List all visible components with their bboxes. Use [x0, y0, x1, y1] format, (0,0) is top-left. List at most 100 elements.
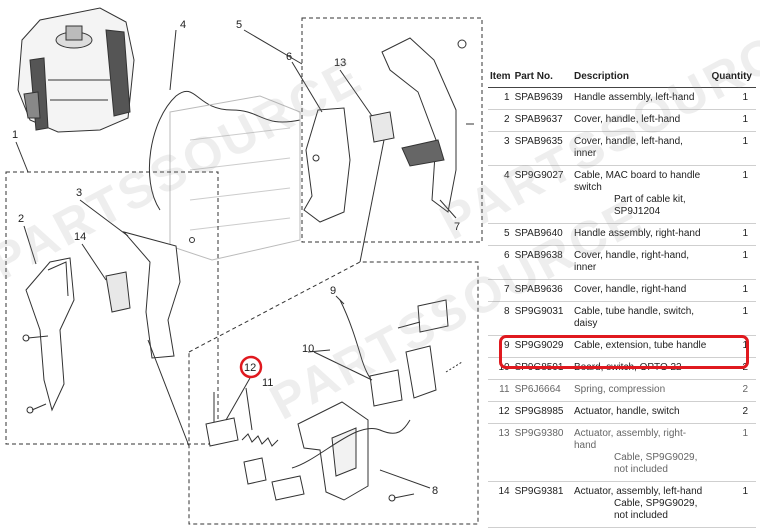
part-number: SPAB9640	[512, 223, 572, 246]
quantity: 1	[709, 131, 756, 166]
item-number: 11	[488, 379, 513, 402]
table-row: 5 SPAB9640 Handle assembly, right-hand 1	[488, 223, 756, 246]
item-number: 7	[488, 279, 513, 302]
part-number: SPAB9636	[512, 279, 572, 302]
header-quantity: Quantity	[709, 68, 756, 88]
description-note: Part of cable kit, SP9J1204	[613, 194, 686, 217]
item-number: 3	[488, 131, 513, 166]
callout-14: 14	[74, 231, 86, 243]
quantity: 1	[709, 165, 756, 224]
item-number: 4	[488, 165, 513, 224]
description: Cover, handle, right-hand	[571, 279, 710, 302]
table-row: 7 SPAB9636 Cover, handle, right-hand 1	[488, 279, 756, 302]
highlight-circle-12	[239, 355, 263, 379]
table-row: 8 SP9G9031 Cable, tube handle, switch, d…	[488, 301, 756, 336]
description: Cover, handle, left-hand, inner	[571, 131, 710, 166]
quantity: 2	[709, 379, 756, 402]
item-number: 14	[488, 481, 513, 528]
rack-outline	[169, 95, 301, 261]
quantity: 1	[709, 223, 756, 246]
quantity: 1	[709, 481, 756, 528]
table-row: 9 SP9G9029 Cable, extension, tube handle…	[488, 335, 756, 358]
header-part-no: Part No.	[512, 68, 572, 88]
callout-10: 10	[302, 343, 314, 355]
description: Actuator, handle, switch	[571, 401, 710, 424]
board-switch-10	[369, 369, 403, 407]
spring-11	[241, 433, 279, 447]
cover-handle-right	[381, 37, 457, 213]
description: Cover, handle, left-hand	[571, 109, 710, 132]
part-number: SP9G9027	[512, 165, 572, 224]
header-description: Description	[571, 68, 710, 88]
machine-body	[17, 7, 135, 133]
part-number: SP9G9031	[512, 301, 572, 336]
actuator-assembly-13	[405, 345, 437, 399]
table-row: 13 SP9G9380 Actuator, assembly, right-ha…	[488, 423, 756, 482]
part-number: SPAB9637	[512, 109, 572, 132]
callout-12: 12	[244, 362, 256, 374]
description: Cover, handle, right-hand, inner	[571, 245, 710, 280]
description: Cable, extension, tube handle	[571, 335, 710, 358]
quantity: 1	[709, 245, 756, 280]
table-row-highlighted: 12 SP9G8985 Actuator, handle, switch 2	[488, 401, 756, 424]
table-row: 3 SPAB9635 Cover, handle, left-hand, inn…	[488, 131, 756, 166]
inner-cover-left	[122, 231, 181, 359]
callout-3: 3	[76, 187, 82, 199]
right-handle-assembly-box	[301, 17, 483, 243]
part-number: SP9G9029	[512, 335, 572, 358]
description: Handle assembly, right-hand	[571, 223, 710, 246]
exploded-parts-diagram: 1 2 3 4 5 6 7 8 9 10 11 12 13 14	[5, 7, 483, 525]
table-row: 1 SPAB9639 Handle assembly, left-hand 1	[488, 87, 756, 110]
table-row: 6 SPAB9638 Cover, handle, right-hand, in…	[488, 245, 756, 280]
callout-5: 5	[236, 19, 242, 31]
description: Spring, compression	[571, 379, 710, 402]
table-row: 14 SP9G9381 Actuator, assembly, left-han…	[488, 481, 756, 528]
description: Cable, tube handle, switch, daisy	[571, 301, 710, 336]
callout-6: 6	[286, 51, 292, 63]
callout-4: 4	[180, 19, 186, 31]
highlight-box-item-12	[499, 335, 749, 369]
description-note: Cable, SP9G9029, not included	[613, 452, 698, 475]
header-item: Item	[488, 68, 513, 88]
cable-9	[339, 299, 377, 385]
table-row: 11 SP6J6664 Spring, compression 2	[488, 379, 756, 402]
item-number: 5	[488, 223, 513, 246]
quantity: 2	[709, 401, 756, 424]
quantity: 1	[709, 301, 756, 336]
actuator-right	[369, 111, 395, 143]
item-number: 12	[488, 401, 513, 424]
callout-13: 13	[334, 57, 346, 69]
quantity: 1	[709, 109, 756, 132]
callout-7: 7	[454, 221, 460, 233]
item-number: 6	[488, 245, 513, 280]
cable-4	[148, 90, 301, 211]
actuator-12	[205, 417, 239, 447]
quantity: 1	[709, 423, 756, 482]
part-number: SPAB9638	[512, 245, 572, 280]
left-handle-assembly-box	[5, 171, 219, 445]
description-note: Cable, SP9G9029, not included	[613, 498, 698, 521]
callout-8: 8	[432, 485, 438, 497]
table-row: 2 SPAB9637 Cover, handle, left-hand 1	[488, 109, 756, 132]
table-header-row: Item Part No. Description Quantity	[488, 68, 756, 88]
part-number: SP6J6664	[512, 379, 572, 402]
parts-table: Item Part No. Description Quantity 1 SPA…	[488, 68, 756, 528]
callout-11: 11	[262, 377, 273, 389]
quantity: 1	[709, 279, 756, 302]
item-number: 2	[488, 109, 513, 132]
inner-cover-right	[303, 107, 351, 223]
quantity: 1	[709, 87, 756, 110]
item-number: 8	[488, 301, 513, 336]
actuator-left	[105, 271, 131, 313]
item-number: 13	[488, 423, 513, 482]
part-number: SP9G9380	[512, 423, 572, 482]
callout-2: 2	[18, 213, 24, 225]
item-number: 1	[488, 87, 513, 110]
part-number: SPAB9639	[512, 87, 572, 110]
part-number: SP9G9381	[512, 481, 572, 528]
cover-handle-left	[25, 257, 75, 412]
part-number: SP9G8985	[512, 401, 572, 424]
